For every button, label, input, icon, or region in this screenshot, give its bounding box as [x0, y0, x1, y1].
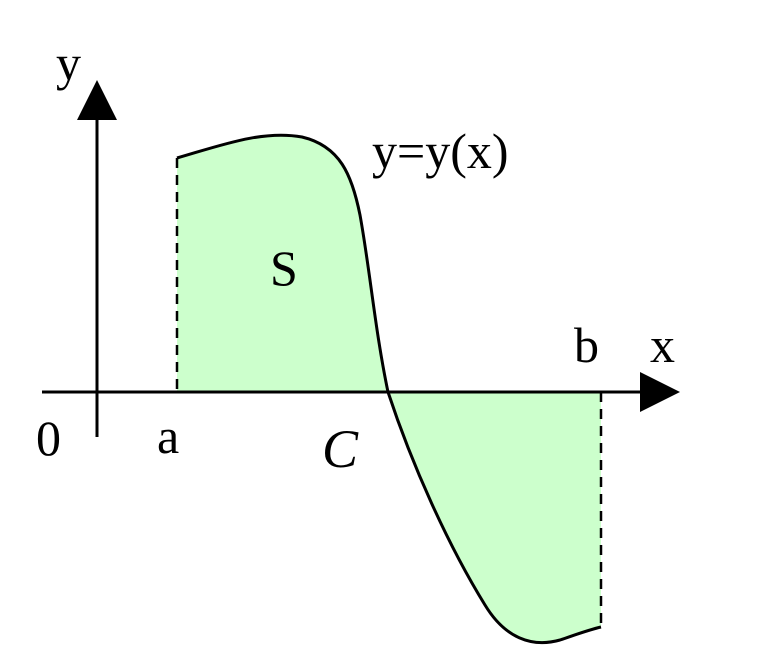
y-axis-arrow-icon [77, 80, 117, 120]
negative-area-region [388, 392, 601, 643]
x-axis-label: x [650, 317, 675, 373]
area-label: S [270, 240, 298, 296]
origin-label: 0 [36, 410, 61, 466]
x-axis-arrow-icon [640, 372, 680, 412]
c-label: C [322, 419, 359, 479]
a-label: a [157, 408, 179, 464]
function-curve [176, 133, 602, 645]
b-label: b [574, 317, 599, 373]
y-axis-label: y [56, 35, 81, 91]
function-label: y=y(x) [372, 123, 509, 179]
positive-area-region [177, 135, 388, 392]
